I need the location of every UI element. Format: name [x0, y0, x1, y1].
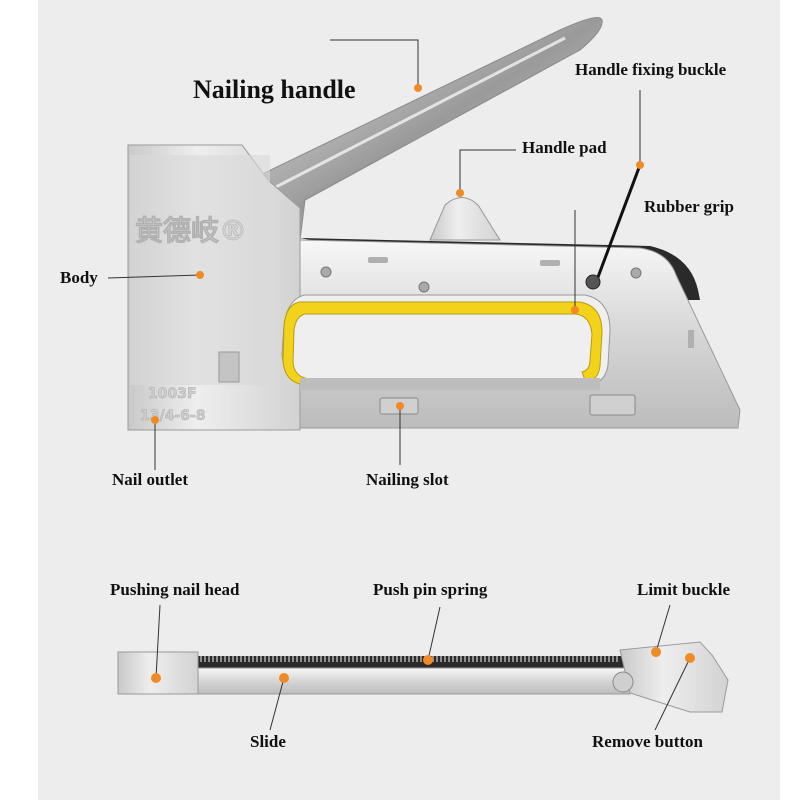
front-panel: [130, 155, 270, 385]
leader-handle-pad: [459, 149, 516, 193]
label-remove-button: Remove button: [592, 732, 703, 751]
leader-nailing-handle: [330, 39, 419, 88]
rear-tab: [589, 394, 636, 416]
stapler-top-view: 黄德岐® 1003F 13/4-6-8: [127, 17, 741, 431]
label-handle-pad: Handle pad: [522, 138, 607, 157]
markers: [151, 84, 695, 683]
staple-sizes: 13/4-6-8: [140, 408, 205, 424]
side-notch: [688, 330, 694, 348]
label-push-pin-spring: Push pin spring: [373, 580, 488, 599]
label-pushing-nail-head: Pushing nail head: [110, 580, 240, 599]
marker-dot: [651, 647, 661, 657]
leader-pushing-nail-head: [155, 604, 161, 679]
rivet: [630, 267, 642, 279]
marker-dot: [196, 271, 204, 279]
marker-dot: [414, 84, 422, 92]
slide-assembly: [117, 641, 729, 713]
body-slot: [540, 260, 560, 266]
handle-pad-shape: [429, 197, 501, 241]
leader-remove-button: [654, 657, 691, 731]
label-nailing-slot: Nailing slot: [366, 470, 449, 489]
pushing-nail-head-block: [117, 651, 199, 695]
limit-buckle-shape: [619, 641, 729, 713]
slide-pivot: [612, 671, 634, 693]
marker-dot: [456, 189, 464, 197]
marker-dot: [423, 655, 433, 665]
label-handle-fixing-buckle: Handle fixing buckle: [575, 60, 727, 79]
buckle-pivot: [585, 274, 601, 290]
handle-highlight: [269, 36, 566, 192]
handle-fixing-buckle-wire: [593, 164, 642, 286]
rivet: [320, 266, 332, 278]
marker-dot: [636, 161, 644, 169]
marker-dot: [396, 402, 404, 410]
nailing-handle-shape: [249, 17, 603, 241]
marker-dot: [685, 653, 695, 663]
leader-lines: [107, 39, 691, 731]
label-body: Body: [60, 268, 98, 287]
marker-dot: [151, 416, 159, 424]
side-notch: [218, 351, 240, 383]
body-slot: [368, 257, 388, 263]
label-rubber-grip: Rubber grip: [644, 197, 734, 216]
label-nail-outlet: Nail outlet: [112, 470, 189, 489]
marker-dot: [279, 673, 289, 683]
rivet: [418, 281, 430, 293]
label-slide: Slide: [250, 732, 286, 751]
leader-push-pin-spring: [427, 606, 441, 661]
brand-mark: 黄德岐®: [135, 214, 247, 247]
label-limit-buckle: Limit buckle: [637, 580, 731, 599]
leader-slide: [269, 677, 285, 731]
inner-bar: [300, 378, 600, 390]
marker-dot: [151, 673, 161, 683]
leader-body: [107, 274, 201, 279]
marker-dot: [571, 306, 579, 314]
label-nailing-handle: Nailing handle: [193, 75, 356, 104]
model-code: 1003F: [148, 386, 197, 402]
leader-limit-buckle: [655, 604, 671, 653]
